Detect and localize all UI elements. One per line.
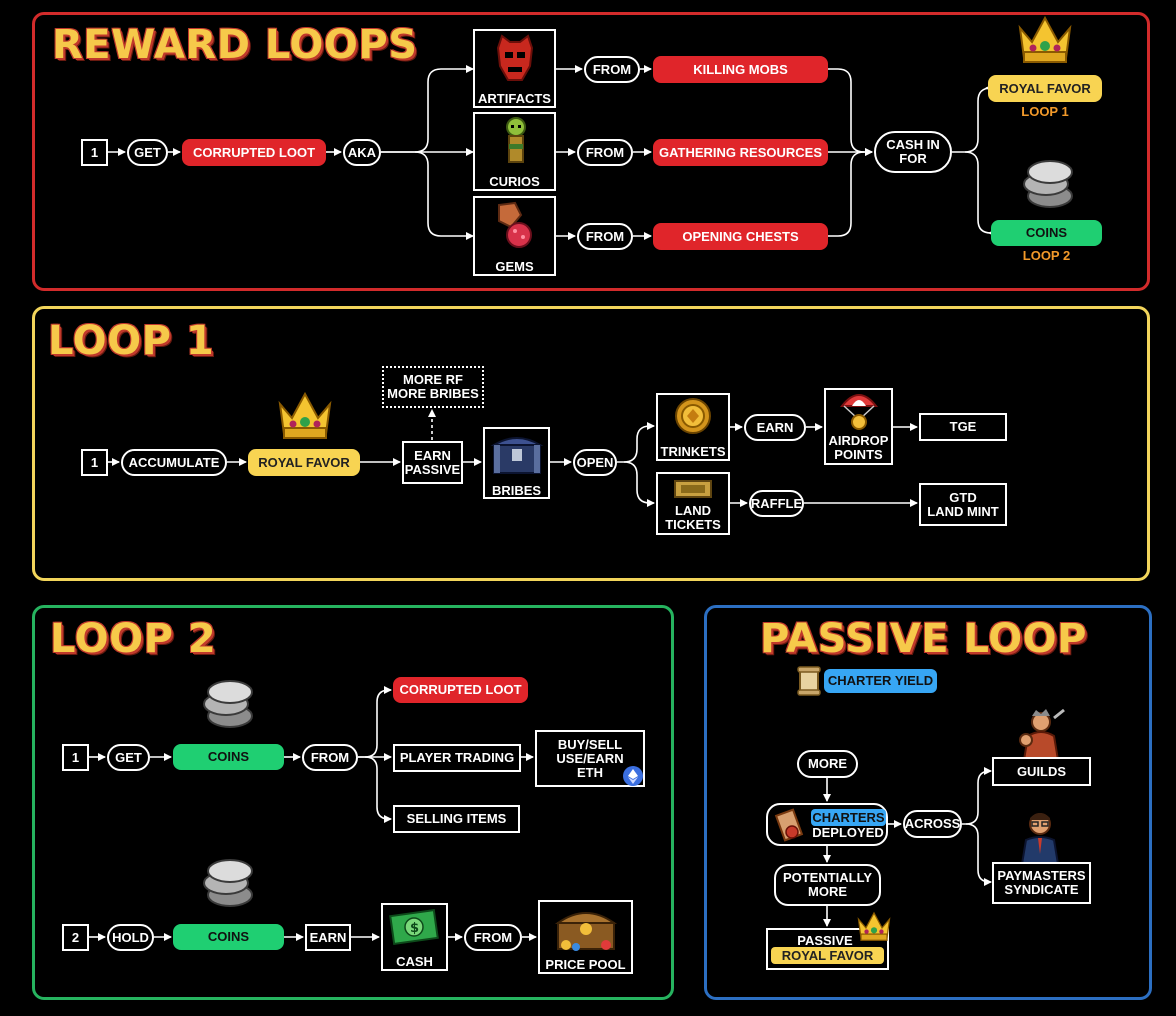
crown-icon — [276, 388, 334, 447]
deployed-label: DEPLOYED — [812, 825, 884, 840]
scroll-icon — [774, 808, 806, 847]
more-rf-more-bribes-box: MORE RF MORE BRIBES — [382, 366, 484, 408]
airdrop-points-label: AIRDROP POINTS — [828, 433, 889, 462]
hold-node: HOLD — [107, 924, 154, 951]
tge-box: TGE — [919, 413, 1007, 441]
reward-loops-panel — [32, 12, 1150, 291]
passive-royal-favor-pill: ROYAL FAVOR — [771, 947, 884, 964]
earn-passive-box: EARN PASSIVE — [402, 441, 463, 484]
loop1-title: LOOP 1 — [48, 318, 215, 364]
raffle-node: RAFFLE — [749, 490, 804, 517]
warrior-icon — [1014, 708, 1068, 767]
charter-yield-pill: CHARTER YIELD — [824, 669, 937, 693]
svg-text:$: $ — [410, 921, 419, 936]
paymasters-syndicate-box: PAYMASTERS SYNDICATE — [992, 862, 1091, 904]
coins-pill: COINS — [991, 220, 1102, 246]
scroll-icon — [796, 666, 822, 701]
selling-items-box: SELLING ITEMS — [393, 805, 520, 833]
price-pool-label: PRICE POOL — [545, 957, 626, 972]
loop2-get-node: GET — [107, 744, 150, 771]
airdrop-parachute-icon — [839, 390, 879, 435]
loop2-from-node-2: FROM — [464, 924, 522, 951]
trinkets-label: TRINKETS — [660, 444, 726, 459]
crown-icon — [1016, 12, 1074, 71]
silver-coins-icon — [200, 676, 258, 739]
artifacts-label: ARTIFACTS — [478, 91, 551, 106]
buy-sell-eth-box: BUY/SELL USE/EARN ETH — [535, 730, 645, 787]
loop1-panel — [32, 306, 1150, 581]
corrupted-loot-pill: CORRUPTED LOOT — [182, 139, 326, 166]
ethereum-icon — [622, 765, 644, 792]
cash-in-for-node: CASH IN FOR — [874, 131, 952, 173]
charters-tag: CHARTERS — [811, 809, 886, 826]
loop2-caption: LOOP 2 — [1022, 248, 1071, 263]
idol-icon — [500, 116, 532, 173]
loop2-from-node-1: FROM — [302, 744, 358, 771]
across-node: ACROSS — [903, 810, 962, 838]
gems-label: GEMS — [495, 259, 534, 274]
loop2-step1-box: 1 — [62, 744, 89, 771]
from-node-3: FROM — [577, 223, 633, 250]
crown-icon — [856, 909, 892, 948]
land-tickets-label: LAND TICKETS — [665, 503, 721, 532]
silver-coins-icon — [1020, 156, 1078, 219]
chest-icon — [490, 431, 544, 482]
guilds-box: GUILDS — [992, 757, 1091, 786]
cash-icon: $ — [388, 907, 442, 952]
ticket-icon — [673, 477, 713, 506]
from-node-1: FROM — [584, 56, 640, 83]
treasure-chest-icon — [548, 903, 624, 958]
loop2-step2-box: 2 — [62, 924, 89, 951]
player-trading-box: PLAYER TRADING — [393, 744, 521, 772]
passive-label: PASSIVE — [797, 933, 853, 948]
from-node-2: FROM — [577, 139, 633, 166]
open-node: OPEN — [573, 449, 617, 476]
accumulate-node: ACCUMULATE — [121, 449, 227, 476]
mask-icon — [494, 34, 536, 89]
royal-favor-pill: ROYAL FAVOR — [988, 75, 1102, 102]
gathering-resources-pill: GATHERING RESOURCES — [653, 139, 828, 166]
silver-coins-icon — [200, 855, 258, 918]
curios-label: CURIOS — [489, 174, 540, 189]
loop2-coins-pill-1: COINS — [173, 744, 284, 770]
loop1-royal-favor-pill: ROYAL FAVOR — [248, 449, 360, 476]
golden-medal-icon — [671, 396, 715, 441]
loop2-earn-box: EARN — [305, 924, 351, 951]
reward-loops-title: REWARD LOOPS — [52, 22, 418, 68]
passive-loop-title: PASSIVE LOOP — [760, 616, 1087, 662]
gtd-land-mint-box: GTD LAND MINT — [919, 483, 1007, 526]
killing-mobs-pill: KILLING MOBS — [653, 56, 828, 83]
get-node: GET — [127, 139, 168, 166]
step-1-box: 1 — [81, 139, 108, 166]
earn-node: EARN — [744, 414, 806, 441]
opening-chests-pill: OPENING CHESTS — [653, 223, 828, 250]
aka-node: AKA — [343, 139, 381, 166]
loop1-step-box: 1 — [81, 449, 108, 476]
passive-loop-panel — [704, 605, 1152, 1000]
bribes-label: BRIBES — [491, 483, 542, 498]
loop2-coins-pill-2: COINS — [173, 924, 284, 950]
gems-icon — [493, 201, 539, 256]
loop2-corrupted-loot-pill: CORRUPTED LOOT — [393, 677, 528, 703]
businessman-icon — [1018, 810, 1062, 869]
loop2-title: LOOP 2 — [50, 616, 217, 662]
loop2-panel — [32, 605, 674, 1000]
cash-label: CASH — [396, 954, 433, 969]
loop1-caption: LOOP 1 — [1021, 104, 1069, 119]
more-node: MORE — [797, 750, 858, 778]
potentially-more-node: POTENTIALLY MORE — [774, 864, 881, 906]
